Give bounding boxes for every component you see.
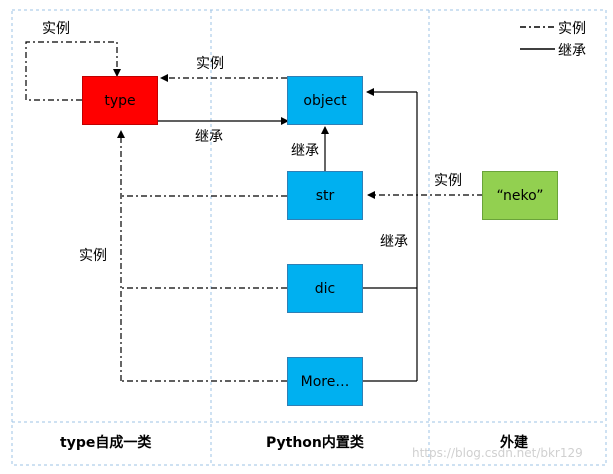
node-type: type bbox=[82, 76, 158, 125]
legend-inherit-label: 继承 bbox=[558, 43, 586, 59]
section-dividers bbox=[11, 9, 607, 466]
edge-classes-type-instance bbox=[117, 130, 287, 382]
legend-instance-label: 实例 bbox=[558, 21, 586, 37]
node-dic: dic bbox=[287, 264, 363, 313]
label-neko-str-instance: 实例 bbox=[434, 173, 462, 189]
label-type-self-instance: 实例 bbox=[42, 21, 70, 37]
label-classes-type-instance: 实例 bbox=[79, 248, 107, 264]
edge-subclasses-inherit bbox=[363, 88, 418, 382]
label-object-type-instance: 实例 bbox=[196, 56, 224, 72]
label-type-object-inherit: 继承 bbox=[195, 129, 223, 145]
section-label-left: type自成一类 bbox=[60, 435, 152, 451]
node-more: More… bbox=[287, 357, 363, 406]
node-object: object bbox=[287, 76, 363, 125]
section-label-right: 外建 bbox=[500, 435, 528, 451]
edge-type-self-instance bbox=[25, 41, 121, 101]
node-str: str bbox=[287, 171, 363, 220]
node-neko: “neko” bbox=[482, 171, 558, 220]
label-str-object-inherit: 继承 bbox=[291, 143, 319, 159]
label-subclasses-inherit: 继承 bbox=[380, 234, 408, 250]
section-label-middle: Python内置类 bbox=[266, 435, 364, 451]
watermark: https://blog.csdn.net/bkr129 bbox=[412, 446, 583, 460]
